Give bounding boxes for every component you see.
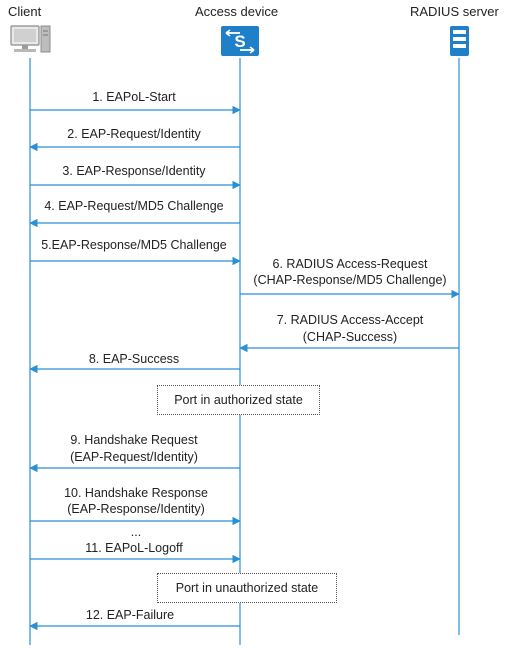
msg-label-6b: (CHAP-Response/MD5 Challenge): [253, 273, 446, 287]
access-device-label: Access device: [195, 4, 279, 19]
server-icon: [450, 26, 469, 56]
msg-label-11: 11. EAPoL-Logoff: [85, 541, 183, 555]
msg-label-4: 4. EAP-Request/MD5 Challenge: [44, 199, 223, 213]
switch-icon: S: [221, 26, 259, 56]
msg-label-1: 1. EAPoL-Start: [92, 90, 176, 104]
radius-server-label: RADIUS server: [410, 4, 499, 19]
msg-label-8: 8. EAP-Success: [89, 352, 179, 366]
unauthorized-state-box: Port in unauthorized state: [157, 573, 337, 603]
msg-label-7b: (CHAP-Success): [303, 330, 397, 344]
ellipsis-label: ...: [131, 525, 141, 539]
msg-label-2: 2. EAP-Request/Identity: [67, 127, 201, 141]
svg-text:S: S: [234, 32, 245, 51]
msg-label-12: 12. EAP-Failure: [86, 608, 174, 622]
msg-label-5: 5.EAP-Response/MD5 Challenge: [41, 238, 227, 252]
msg-label-10a: 10. Handshake Response: [64, 486, 208, 500]
msg-label-9a: 9. Handshake Request: [70, 433, 198, 447]
msg-label-7a: 7. RADIUS Access-Accept: [277, 313, 424, 327]
msg-label-10b: (EAP-Response/Identity): [67, 502, 205, 516]
computer-icon: [10, 25, 51, 53]
authorized-state-box: Port in authorized state: [157, 385, 320, 415]
msg-label-9b: (EAP-Request/Identity): [70, 450, 198, 464]
client-label: Client: [8, 4, 42, 19]
msg-label-6a: 6. RADIUS Access-Request: [273, 257, 428, 271]
msg-label-3: 3. EAP-Response/Identity: [62, 164, 206, 178]
